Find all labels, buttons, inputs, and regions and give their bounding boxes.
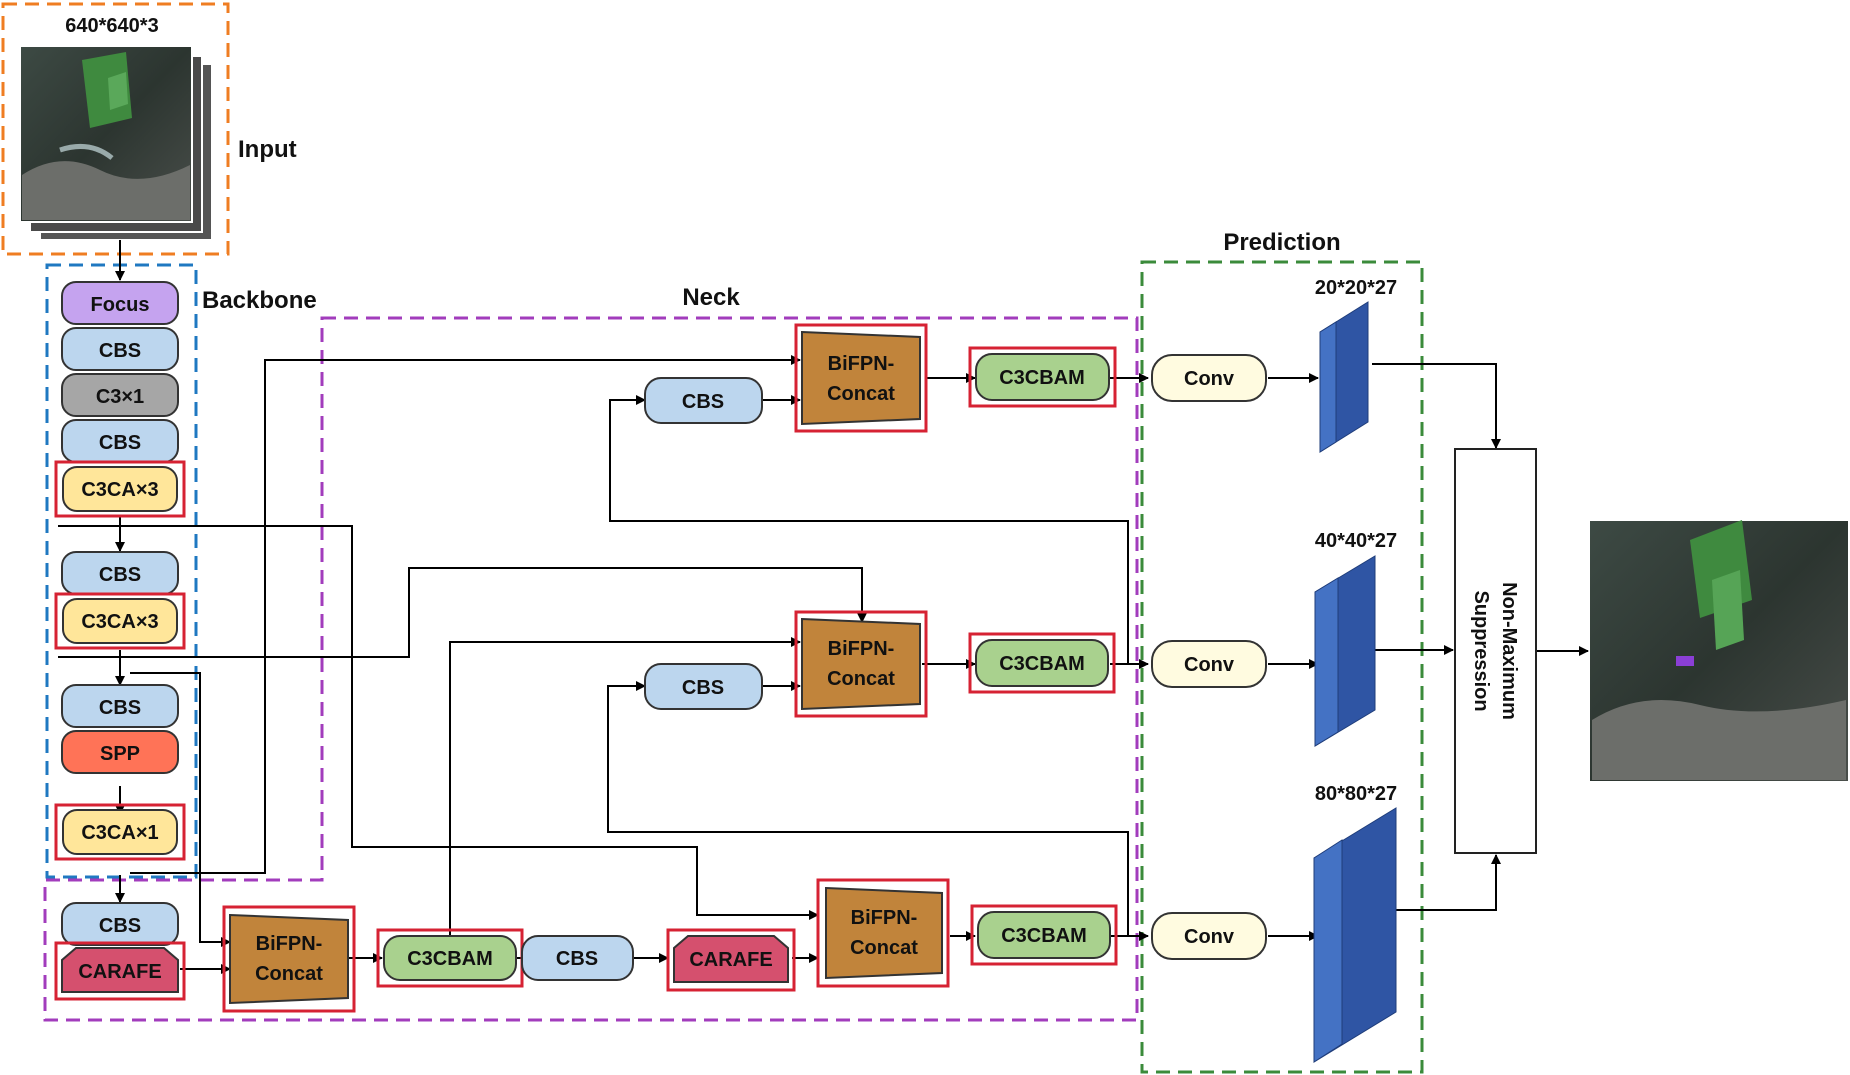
bifpn-mid-line1: BiFPN-	[828, 638, 895, 660]
bifpn-br-line1: BiFPN-	[851, 907, 918, 929]
backbone-cbs-4-label: CBS	[99, 697, 141, 719]
focus-block	[61, 281, 179, 325]
backbone-cbs-1	[61, 327, 179, 371]
backbone-cbs-4	[61, 684, 179, 728]
bifpn-bl-block	[229, 913, 349, 1005]
tensor-40x40	[1314, 555, 1376, 747]
neck-cbs-left	[61, 902, 179, 946]
c3cbam-mid-label: C3CBAM	[999, 653, 1085, 675]
c3cbam-br-highlight	[970, 904, 1118, 966]
backbone-frame	[45, 263, 198, 879]
c3cbam-bl-block	[383, 935, 517, 981]
spp-label: SPP	[100, 743, 140, 765]
c3cbam-bl-label: C3CBAM	[407, 948, 493, 970]
c3ca1-block	[62, 809, 178, 855]
c3cbam-br-block	[977, 911, 1111, 959]
neck-frame	[43, 316, 1139, 1022]
bifpn-top-line1: BiFPN-	[828, 353, 895, 375]
backbone-cbs-3-label: CBS	[99, 564, 141, 586]
backbone-cbs-2-label: CBS	[99, 432, 141, 454]
bifpn-top-highlight	[794, 323, 928, 433]
carafe-mid-highlight	[666, 928, 796, 992]
neck-cbs-mid	[644, 663, 763, 710]
input-frame	[1, 2, 230, 256]
prediction-frame	[1140, 260, 1424, 1074]
neck-cbs-left-label: CBS	[99, 915, 141, 937]
carafe-left-label: CARAFE	[78, 961, 161, 983]
conv-top-label: Conv	[1184, 368, 1235, 390]
bifpn-mid-highlight	[794, 610, 928, 718]
output-image	[1590, 520, 1848, 781]
input-label: Input	[238, 136, 297, 163]
conv-top-block	[1151, 354, 1267, 402]
conv-mid-block	[1151, 640, 1267, 688]
neck-top-row: CBS BiFPN- Concat C3CBAM	[644, 323, 1117, 433]
backbone-cbs-1-label: CBS	[99, 340, 141, 362]
nms-block	[1454, 448, 1537, 854]
bifpn-br-line2: Concat	[850, 937, 918, 959]
carafe-mid-label: CARAFE	[689, 949, 772, 971]
c3ca3-a-block	[62, 466, 178, 512]
c3cbam-top-label: C3CBAM	[999, 367, 1085, 389]
neck-cbs-mid-label: CBS	[682, 677, 724, 699]
neck-cbs-top-label: CBS	[682, 391, 724, 413]
c3x1-block	[61, 373, 179, 417]
neck-middle-row: CBS BiFPN- Concat C3CBAM	[644, 610, 1116, 718]
spp-block	[61, 730, 179, 774]
conv-mid-label: Conv	[1184, 654, 1235, 676]
prediction-label: Prediction	[1223, 229, 1340, 256]
neck-cbs-top	[644, 377, 763, 424]
neck-bottom-row: CBS CARAFE BiFPN- Concat C3CBAM CBS CARA…	[54, 878, 1118, 1013]
carafe-mid-block	[673, 935, 789, 983]
bifpn-br-highlight	[816, 878, 950, 988]
bifpn-br-block	[825, 886, 943, 980]
input-image-stack	[19, 45, 213, 241]
connections	[58, 240, 1589, 974]
c3ca3-b-label: C3CA×3	[81, 611, 158, 633]
c3cbam-mid-highlight	[968, 632, 1116, 694]
c3cbam-br-label: C3CBAM	[1001, 925, 1087, 947]
backbone-modules: Focus CBS C3×1 CBS C3CA×3 CBS C3CA×3 CBS…	[54, 281, 186, 861]
focus-label: Focus	[91, 294, 150, 316]
c3cbam-top-block	[975, 353, 1110, 401]
c3ca1-label: C3CA×1	[81, 822, 158, 844]
bifpn-bl-line1: BiFPN-	[256, 933, 323, 955]
neck-cbs-bottom	[521, 935, 634, 981]
backbone-label: Backbone	[202, 287, 317, 314]
bifpn-mid-block	[801, 617, 921, 711]
c3ca3-a-highlight	[54, 460, 186, 518]
c3ca3-b-highlight	[54, 592, 186, 650]
bifpn-mid-line2: Concat	[827, 668, 895, 690]
c3cbam-mid-block	[975, 639, 1109, 687]
out-bot-size: 80*80*27	[1315, 783, 1397, 805]
c3ca3-b-block	[62, 598, 178, 644]
prediction-modules: Conv Conv Conv 20*20*27 40*40*27 80*80*2…	[1151, 277, 1848, 1063]
bifpn-bl-highlight	[222, 905, 356, 1013]
nms-line1: Non-Maximum	[1498, 582, 1520, 720]
carafe-left-highlight	[54, 941, 186, 1001]
bifpn-bl-line2: Concat	[255, 963, 323, 985]
neck-label: Neck	[682, 284, 740, 311]
neck-cbs-bottom-label: CBS	[556, 948, 598, 970]
out-top-size: 20*20*27	[1315, 277, 1397, 299]
nms-line2: Suppression	[1470, 590, 1492, 711]
tensor-80x80	[1313, 807, 1397, 1063]
c3ca3-a-label: C3CA×3	[81, 479, 158, 501]
bifpn-top-block	[801, 330, 921, 426]
carafe-left-block	[61, 947, 179, 993]
c3ca1-highlight	[54, 803, 186, 861]
c3x1-label: C3×1	[96, 386, 144, 408]
out-mid-size: 40*40*27	[1315, 530, 1397, 552]
conv-bot-block	[1151, 912, 1267, 960]
tensor-20x20	[1319, 301, 1369, 453]
conv-bot-label: Conv	[1184, 926, 1235, 948]
input-size-label: 640*640*3	[65, 15, 158, 37]
bifpn-top-line2: Concat	[827, 383, 895, 405]
c3cbam-top-highlight	[968, 346, 1117, 408]
